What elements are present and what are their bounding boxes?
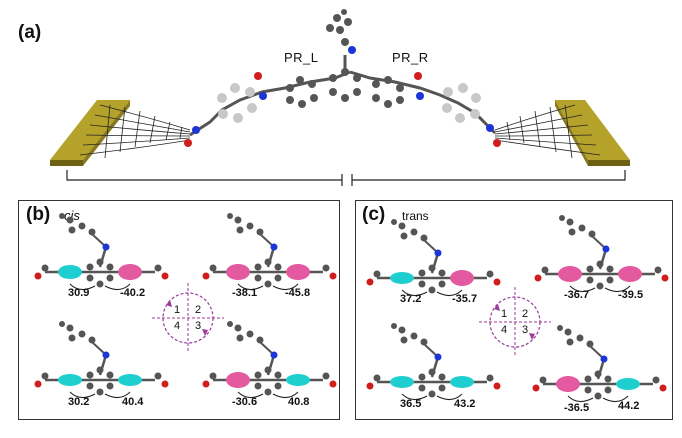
panel-c-label: (c) bbox=[362, 204, 386, 225]
pr-r-label: PR_R bbox=[392, 50, 429, 65]
angle-c-q1-left: 37.2 bbox=[400, 293, 422, 305]
quadrant-c-4: 4 bbox=[501, 324, 508, 336]
quadrant-c-1: 1 bbox=[501, 308, 508, 320]
conformer-c-q3 bbox=[531, 323, 668, 403]
left-cyclohexane-ring bbox=[217, 83, 257, 123]
angle-b-q2-left: -38.1 bbox=[232, 287, 258, 299]
panel-b-label: (b) bbox=[26, 204, 51, 225]
separation-bracket bbox=[66, 170, 626, 186]
angle-c-q4-left: 36.5 bbox=[400, 398, 422, 410]
quadrant-c-2: 2 bbox=[522, 308, 529, 320]
quadrant-b-3: 3 bbox=[195, 320, 202, 332]
angle-b-q4-left: 30.2 bbox=[68, 396, 90, 408]
panel-c-condition: trans bbox=[402, 209, 429, 223]
angle-c-q2-left: -36.7 bbox=[564, 289, 590, 301]
angle-c-q2-right: -39.5 bbox=[618, 289, 644, 301]
angle-b-q1-left: 30.9 bbox=[68, 287, 90, 299]
angle-b-q3-left: -30.6 bbox=[232, 396, 258, 408]
central-phenyl-rings bbox=[286, 68, 404, 108]
angle-c-q3-left: -36.5 bbox=[564, 402, 590, 414]
panel-c-box bbox=[355, 200, 673, 420]
pr-l-label: PR_L bbox=[284, 50, 319, 65]
quadrant-diagram-b bbox=[152, 283, 224, 353]
angle-c-q3-right: 44.2 bbox=[618, 400, 640, 412]
quadrant-b-2: 2 bbox=[195, 304, 202, 316]
conformer-c-q2 bbox=[533, 213, 670, 293]
left-electrode bbox=[50, 100, 130, 166]
conformer-b-q1 bbox=[33, 211, 170, 291]
panel-b-box bbox=[18, 200, 340, 420]
angle-b-q1-right: -40.2 bbox=[120, 287, 146, 299]
angle-c-q1-right: -35.7 bbox=[452, 293, 478, 305]
conformer-b-q4 bbox=[33, 319, 170, 399]
quadrant-b-1: 1 bbox=[174, 304, 181, 316]
angle-b-q3-right: 40.8 bbox=[288, 396, 310, 408]
quadrant-b-4: 4 bbox=[174, 320, 181, 332]
angle-b-q2-right: -45.8 bbox=[285, 287, 311, 299]
angle-c-q4-right: 43.2 bbox=[454, 398, 476, 410]
right-graphene-cone bbox=[494, 104, 601, 159]
panel-a-label: (a) bbox=[18, 22, 42, 43]
left-graphene-cone bbox=[79, 104, 191, 159]
angle-b-q4-right: 40.4 bbox=[122, 396, 144, 408]
right-electrode bbox=[555, 100, 630, 166]
azobenzene-pendant bbox=[326, 9, 356, 72]
right-cyclohexane-ring bbox=[442, 83, 481, 123]
quadrant-c-3: 3 bbox=[522, 324, 529, 336]
conformer-b-q2 bbox=[201, 211, 338, 291]
conformer-b-q3 bbox=[201, 319, 338, 399]
heteroatoms bbox=[184, 72, 501, 147]
conformer-c-q1 bbox=[365, 217, 502, 297]
conformer-c-q4 bbox=[365, 321, 502, 401]
quadrant-diagram-c bbox=[479, 287, 551, 357]
